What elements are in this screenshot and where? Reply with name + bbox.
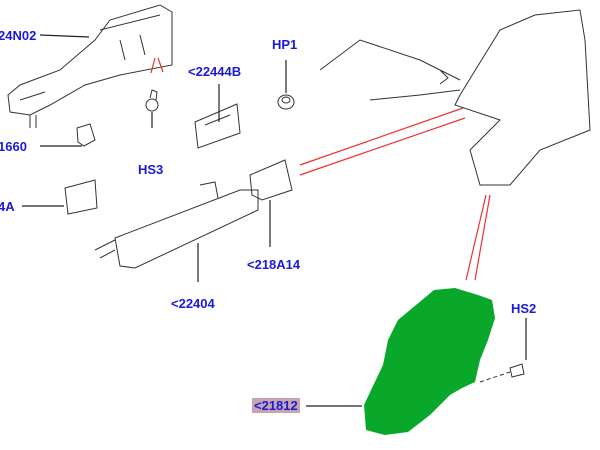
lock-actuator-21812-part[interactable]	[364, 288, 495, 435]
label-4a[interactable]: 4A	[0, 199, 15, 214]
label-hs3[interactable]: HS3	[138, 162, 164, 177]
label-218a14[interactable]: <218A14	[247, 257, 301, 272]
label-21812[interactable]: <21812	[252, 398, 300, 413]
label-hs2[interactable]: HS2	[511, 301, 537, 316]
gasket-22444b-part[interactable]	[194, 103, 241, 149]
outer-handle-22404-part[interactable]	[94, 181, 259, 269]
label-22404[interactable]: <22404	[171, 296, 215, 311]
end-cap-218a14-part[interactable]	[249, 159, 293, 201]
label-24n02[interactable]: 24N02	[0, 28, 37, 43]
label-22444b[interactable]: <22444B	[188, 64, 242, 79]
screw-hs2-part[interactable]	[479, 363, 525, 383]
door-mechanism-part[interactable]	[319, 9, 591, 186]
screw-hs3-part[interactable]	[145, 89, 159, 112]
plug-hp1-part[interactable]	[277, 94, 295, 110]
label-1660[interactable]: 1660	[0, 139, 27, 154]
plate-4a-part[interactable]	[64, 179, 98, 215]
cap-1660-part[interactable]	[76, 123, 96, 147]
label-hp1[interactable]: HP1	[272, 37, 298, 52]
handle-bracket-part[interactable]	[7, 4, 173, 128]
